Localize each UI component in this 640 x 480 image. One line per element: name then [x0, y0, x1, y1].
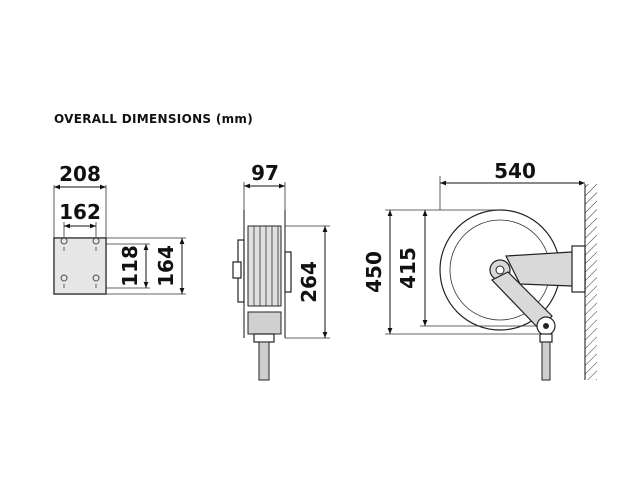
- dim-front-depth: 540: [494, 159, 536, 183]
- dim-side-height: 264: [297, 261, 321, 303]
- wall-hatch: [585, 184, 597, 380]
- dim-side-width: 97: [251, 161, 279, 185]
- diagram-title: OVERALL DIMENSIONS (mm): [54, 112, 254, 126]
- bracket-view: 208 162 118 164: [53, 162, 186, 295]
- mount-hole-icon: [60, 237, 100, 288]
- dim-front-overall-height: 450: [362, 251, 386, 293]
- dim-front-reel-height: 415: [396, 247, 420, 289]
- front-nozzle: [541, 341, 551, 381]
- side-view: 97 264: [232, 161, 330, 381]
- hose-nozzle: [258, 341, 270, 381]
- dim-bracket-height: 164: [154, 245, 178, 287]
- dim-bracket-width: 208: [59, 162, 101, 186]
- hose-coil: [247, 225, 282, 307]
- dim-bracket-hole-spacing: 162: [59, 200, 101, 224]
- dim-bracket-hole-height: 118: [118, 245, 142, 287]
- front-view: 540 415 450: [362, 159, 597, 381]
